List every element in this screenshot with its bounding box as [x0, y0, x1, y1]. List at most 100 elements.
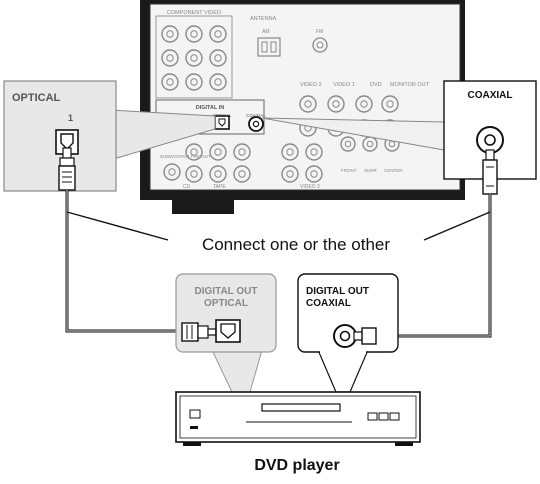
video-jack-2-0: [355, 95, 373, 113]
audio-jack-1-1-ring: [209, 165, 227, 183]
component-jack-0-1-ring: [161, 49, 179, 67]
optical-callout-number: 1: [68, 113, 73, 123]
coaxial-in-jack: [248, 116, 264, 132]
component-jack-2-1-ring: [209, 49, 227, 67]
dvd-player-label: DVD player: [254, 457, 339, 474]
video3-jack-1-0-ring: [305, 143, 323, 161]
dvd-optical-plug-collar: [197, 325, 209, 339]
dvd-optical-line1: DIGITAL OUT: [195, 286, 258, 297]
component-video-block: [155, 15, 233, 99]
audio-jack-1-1-pin: [214, 170, 222, 178]
video3-jack-0-0-ring: [281, 143, 299, 161]
coaxial-jack-large-pin: [484, 134, 496, 146]
dvd-optical-line2: OPTICAL: [204, 298, 248, 309]
dvd-coaxial-jack: [333, 324, 357, 348]
dvd-button-2: [378, 412, 389, 421]
audio-jack-2-1: [233, 165, 251, 183]
component-jack-1-2-pin: [190, 78, 198, 86]
audio-jack-1-0-ring: [209, 143, 227, 161]
component-video-label: COMPONENT VIDEO: [167, 10, 222, 16]
video-jack-2-0-pin: [360, 100, 368, 108]
component-jack-0-1-pin: [166, 54, 174, 62]
monitor-jack-0-pin: [386, 100, 394, 108]
preout-jack-0: [340, 136, 356, 152]
dvd-optical-pointer: [211, 349, 263, 393]
monitor-jack-0: [381, 95, 399, 113]
video3-label: VIDEO 3: [300, 184, 320, 190]
digital-coaxial-small-label: COAXIAL: [246, 113, 266, 118]
dvd-player-body: [175, 391, 421, 443]
component-jack-2-2-ring: [209, 73, 227, 91]
component-jack-2-2-pin: [214, 78, 222, 86]
fm-antenna-pin: [316, 41, 324, 49]
video2-label: VIDEO 2: [300, 82, 322, 88]
dvd-optical-callout: DIGITAL OUT OPTICAL: [175, 273, 277, 393]
fm-antenna-jack: [312, 37, 328, 53]
am-antenna-terminal: [257, 37, 281, 57]
component-jack-2-1: [209, 49, 227, 67]
dvd-optical-plug-body: [181, 322, 199, 342]
component-jack-0-1: [161, 49, 179, 67]
receiver-rear-panel: COMPONENT VIDEO ANTENNA AM FM DIGITAL IN…: [140, 0, 465, 214]
coaxial-plug-body: [482, 159, 498, 195]
cd-label: CD: [183, 184, 191, 190]
component-jack-1-1: [185, 49, 203, 67]
video-jack-0-0-pin: [304, 100, 312, 108]
receiver-foot: [172, 200, 234, 214]
dvd-power-button: [189, 409, 201, 419]
connect-note-line-right: [423, 211, 491, 241]
connect-note-line-left: [66, 211, 169, 241]
component-jack-2-0-pin: [214, 30, 222, 38]
dvd-indicator: [190, 426, 198, 429]
fm-label: FM: [316, 29, 323, 35]
dvd-foot-left: [183, 442, 201, 446]
video3-jack-1-1: [305, 165, 323, 183]
dvd-foot-right: [395, 442, 413, 446]
digital-in-label: DIGITAL IN: [196, 105, 225, 111]
dvd-coaxial-line1: DIGITAL OUT: [306, 286, 369, 297]
coaxial-jack-large: [476, 126, 504, 154]
optical-plug-tip: [62, 147, 72, 159]
dvd-button-1: [367, 412, 378, 421]
am-terminal-right: [270, 41, 277, 53]
component-jack-2-2: [209, 73, 227, 91]
dvd-disc-tray: [261, 403, 341, 412]
video3-jack-0-1-ring: [281, 165, 299, 183]
component-video-jacks: [161, 25, 227, 91]
optical-in-1-port: [214, 115, 230, 130]
video-jack-1-0-pin: [332, 100, 340, 108]
video-jack-0-0: [299, 95, 317, 113]
audio-jack-2-1-pin: [238, 170, 246, 178]
dvd-optical-port-shape: [220, 323, 236, 339]
component-jack-1-1-pin: [190, 54, 198, 62]
component-jack-2-1-pin: [214, 54, 222, 62]
component-jack-1-1-ring: [185, 49, 203, 67]
component-jack-0-2-pin: [166, 78, 174, 86]
preout-jack-1-pin: [366, 140, 374, 148]
center-label: CENTER: [384, 168, 403, 173]
component-jack-0-0-ring: [161, 25, 179, 43]
dvd-coaxial-pointer: [317, 349, 369, 393]
tape-label: TAPE: [213, 184, 226, 190]
video1-label: VIDEO 1: [333, 82, 355, 88]
preout-jack-0-ring: [340, 136, 356, 152]
video3-jack-1-1-pin: [310, 170, 318, 178]
optical-cable: [65, 190, 182, 333]
optical-port-large-shape: [60, 133, 74, 150]
component-jack-2-0-ring: [209, 25, 227, 43]
dvd-player: DVD player: [175, 391, 421, 474]
dvd-label: DVD: [370, 82, 382, 88]
audio-jack-0-1: [185, 165, 203, 183]
subwoofer-jack: [163, 163, 181, 181]
dvd-optical-port: [215, 319, 241, 343]
dvd-player-bezel: [179, 395, 417, 439]
monitor-out-label: MONITOR OUT: [390, 82, 430, 88]
optical-callout-title: OPTICAL: [12, 92, 61, 104]
video-jack-2-0-ring: [355, 95, 373, 113]
video-jack-1-0: [327, 95, 345, 113]
connect-note-text: Connect one or the other: [202, 235, 390, 254]
component-jack-1-0: [185, 25, 203, 43]
video-jack-1-0-ring: [327, 95, 345, 113]
